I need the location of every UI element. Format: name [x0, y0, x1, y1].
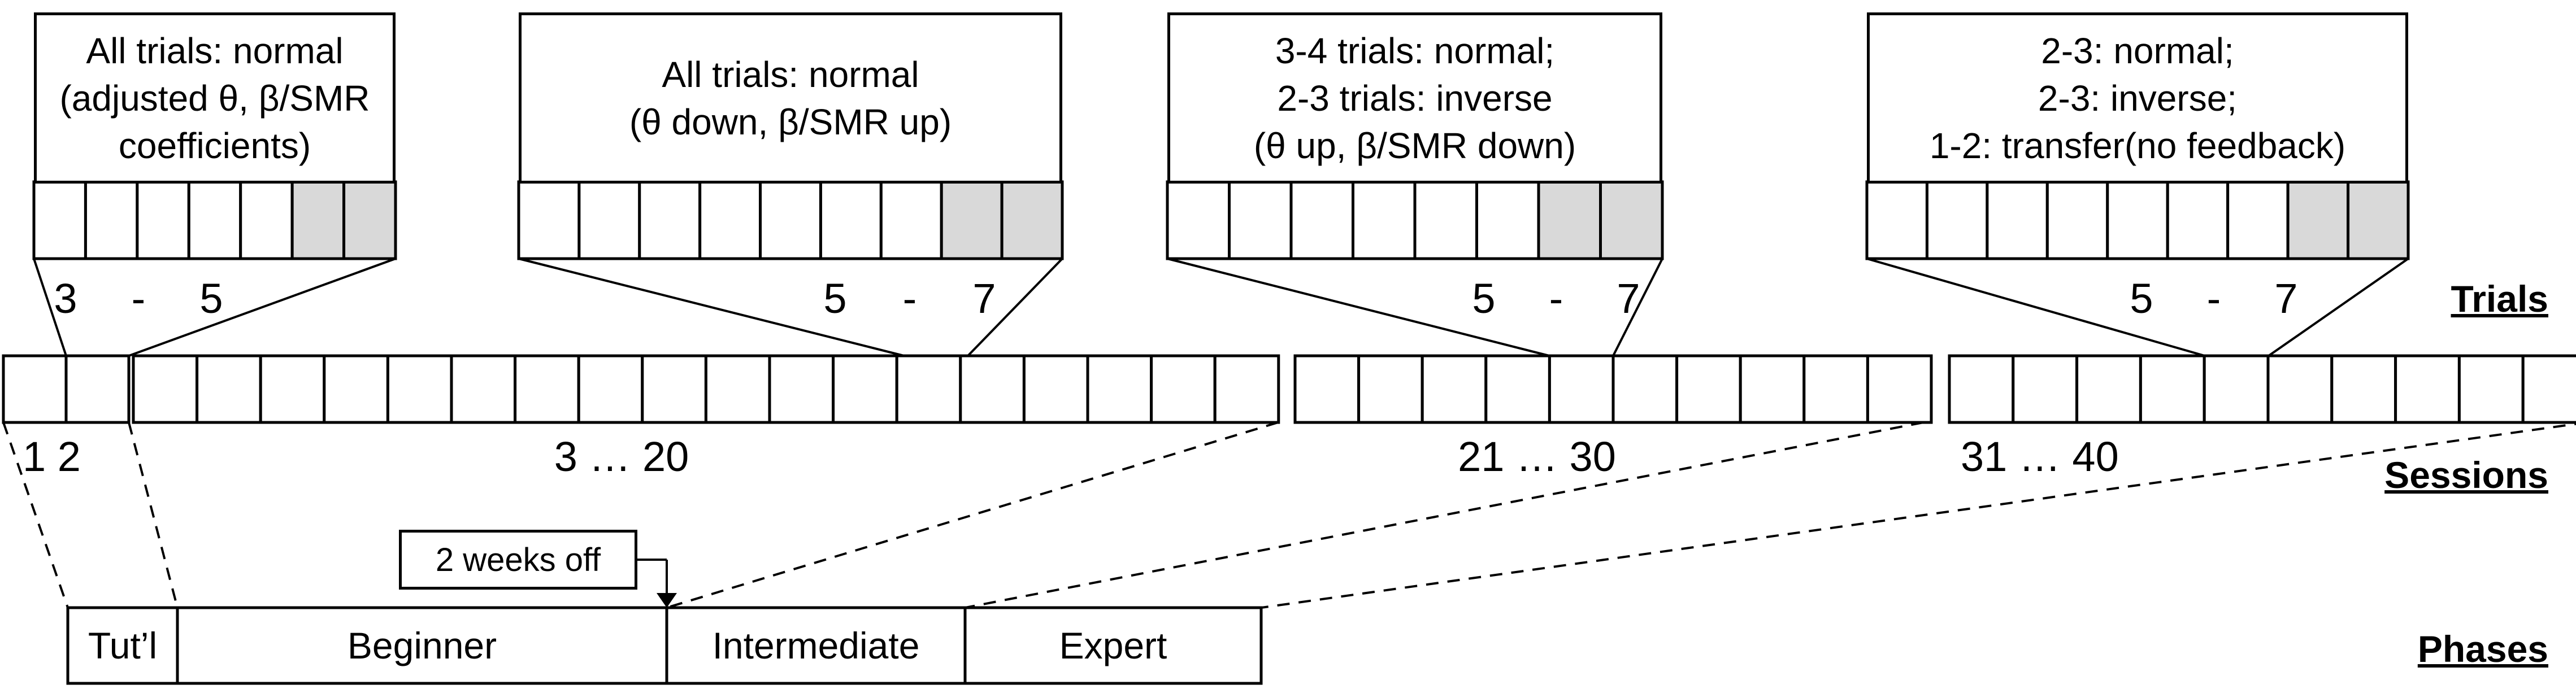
- trial-cell: [1475, 180, 1540, 260]
- zoom-line: [1866, 258, 2205, 357]
- trial-cell: [2166, 180, 2230, 260]
- transfer-trial-cell: [1599, 180, 1664, 260]
- session-cell: [2394, 354, 2461, 424]
- trial-cell: [136, 180, 190, 260]
- session-cell: [1086, 354, 1153, 424]
- trial-cell: [819, 180, 883, 260]
- session-cell: [2521, 354, 2576, 424]
- trial-cell: [1986, 180, 2049, 260]
- transfer-trial-cell: [290, 180, 346, 260]
- phase-zoom-line: [128, 422, 179, 608]
- session-cell: [2, 354, 68, 424]
- trial-cell: [1166, 180, 1231, 260]
- session-cell: [2203, 354, 2270, 424]
- trial-cell: [1865, 180, 1928, 260]
- session-cell: [1484, 354, 1551, 424]
- transfer-trial-cell: [940, 180, 1004, 260]
- session-cell: [1150, 354, 1217, 424]
- transfer-trial-cell: [1537, 180, 1602, 260]
- trial-cell: [1352, 180, 1417, 260]
- session-cell: [2457, 354, 2525, 424]
- session-cell: [323, 354, 389, 424]
- session-cell: [132, 354, 199, 424]
- trial-cell: [577, 180, 641, 260]
- phase-zoom-line: [2, 422, 69, 608]
- session-cell: [1421, 354, 1488, 424]
- session-cell: [1548, 354, 1615, 424]
- session-cell: [64, 354, 131, 424]
- session-cell: [2075, 354, 2142, 424]
- trial-cell: [2045, 180, 2109, 260]
- session-cell: [2139, 354, 2206, 424]
- zoom-line: [2267, 258, 2409, 357]
- session-cell: [1357, 354, 1424, 424]
- zoom-lines: [2, 258, 2576, 609]
- session-cell: [386, 354, 453, 424]
- zoom-line: [1167, 258, 1550, 357]
- session-cell: [832, 354, 898, 424]
- transfer-trial-cell: [2286, 180, 2350, 260]
- session-cell: [1866, 354, 1933, 424]
- zoom-line: [128, 258, 396, 357]
- session-cells: [2, 354, 2576, 424]
- transfer-trial-cell: [2347, 180, 2410, 260]
- session-cell: [959, 354, 1026, 424]
- trial-cell: [517, 180, 581, 260]
- trial-cell: [1413, 180, 1478, 260]
- session-cell: [641, 354, 707, 424]
- break-arrow-head: [657, 593, 677, 608]
- session-cell: [1213, 354, 1280, 424]
- trial-cell: [698, 180, 762, 260]
- trial-cell: [638, 180, 702, 260]
- session-cell: [1611, 354, 1679, 424]
- session-cell: [514, 354, 580, 424]
- session-cell: [1675, 354, 1742, 424]
- session-cell: [196, 354, 262, 424]
- session-cell: [2330, 354, 2397, 424]
- trial-cell: [32, 180, 87, 260]
- trial-cell: [1925, 180, 1989, 260]
- session-cell: [895, 354, 962, 424]
- trial-cell: [2106, 180, 2169, 260]
- session-cell: [768, 354, 835, 424]
- session-cell: [577, 354, 644, 424]
- transfer-trial-cell: [1000, 180, 1064, 260]
- trial-cell: [84, 180, 139, 260]
- zoom-line: [518, 258, 905, 357]
- trial-cell: [1228, 180, 1293, 260]
- phase-bar: [66, 606, 1263, 685]
- session-cell: [1739, 354, 1806, 424]
- session-cell: [1022, 354, 1089, 424]
- zoom-line: [1612, 258, 1663, 356]
- phase-zoom-line: [666, 421, 1279, 609]
- session-cell: [259, 354, 326, 424]
- session-cell: [1802, 354, 1869, 424]
- session-cell: [1948, 354, 2015, 424]
- session-cell: [450, 354, 517, 424]
- trial-cell: [2226, 180, 2290, 260]
- phase-bar-outline: [66, 606, 1263, 685]
- session-cell: [2012, 354, 2079, 424]
- trial-cell: [187, 180, 242, 260]
- trial-cell: [1289, 180, 1354, 260]
- trial-cells: [32, 180, 2410, 260]
- trial-cell: [879, 180, 943, 260]
- trial-cell: [759, 180, 822, 260]
- session-cell: [2266, 354, 2334, 424]
- transfer-trial-cell: [342, 180, 397, 260]
- zoom-line: [967, 258, 1063, 357]
- zoom-line: [33, 258, 67, 356]
- session-cell: [1293, 354, 1361, 424]
- session-cell: [704, 354, 771, 424]
- phase-zoom-line: [965, 421, 1924, 609]
- phase-zoom-line: [1261, 422, 2576, 609]
- trial-cell: [239, 180, 294, 260]
